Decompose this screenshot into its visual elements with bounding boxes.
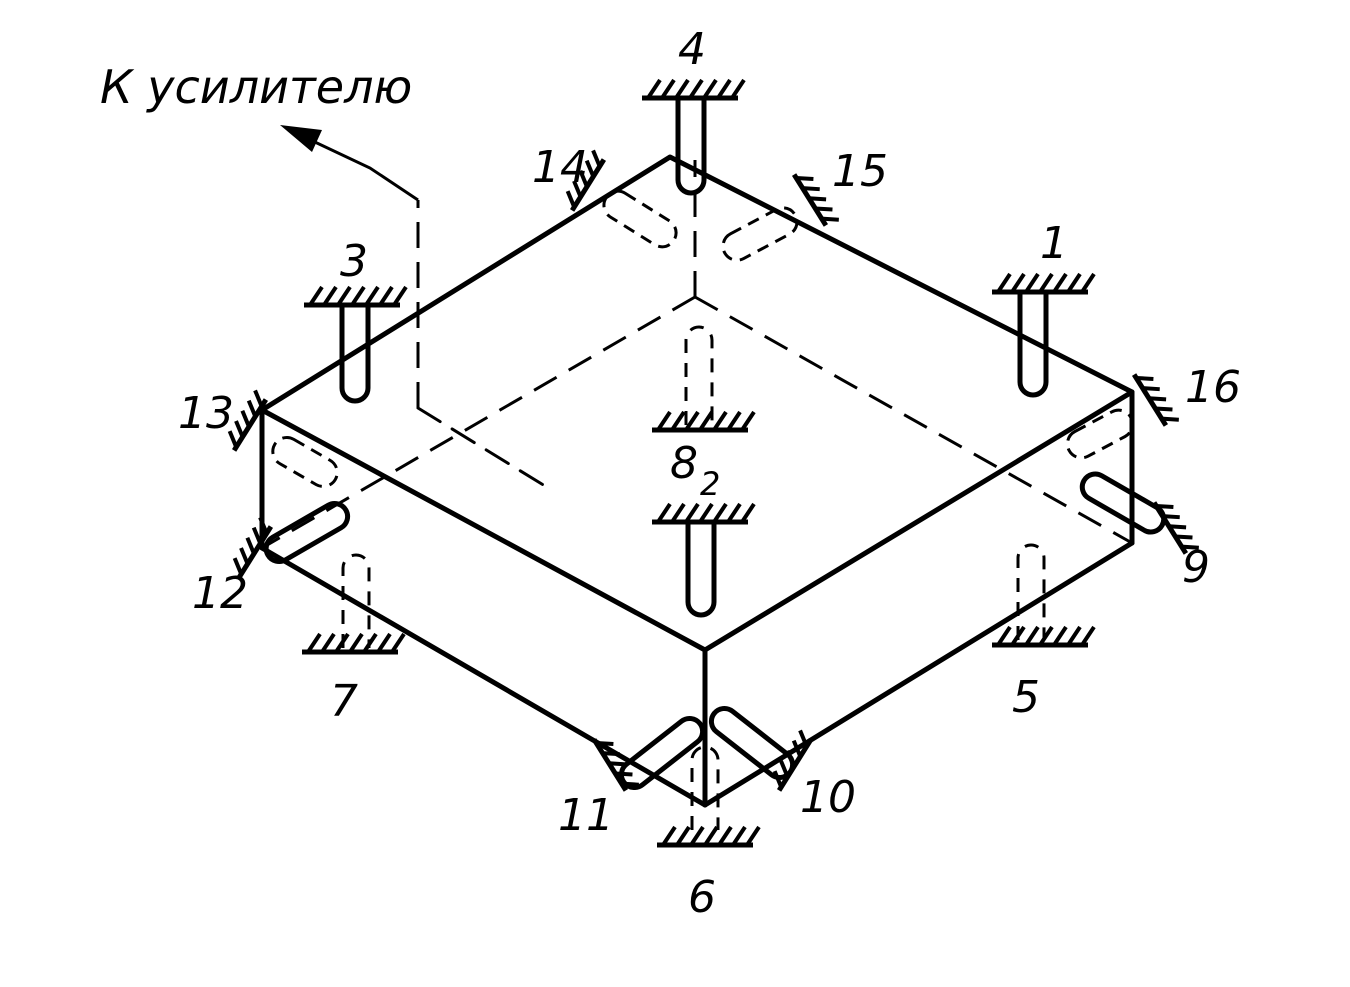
label-6: 6	[688, 872, 716, 923]
sensor-16	[1065, 367, 1179, 460]
label-7: 7	[330, 676, 358, 727]
label-10: 10	[800, 772, 856, 823]
sensor-5	[992, 543, 1094, 645]
label-16: 16	[1185, 362, 1241, 413]
label-4: 4	[678, 24, 706, 75]
label-14: 14	[532, 142, 588, 193]
label-3: 3	[340, 236, 368, 287]
sensor-11	[594, 715, 706, 793]
sensor-14	[560, 150, 678, 249]
label-1: 1	[1040, 218, 1068, 269]
sensor-13	[222, 390, 339, 488]
sensor-15	[721, 167, 839, 262]
label-8: 8	[670, 438, 698, 489]
sensor-3	[304, 287, 406, 404]
label-2: 2	[700, 465, 720, 503]
label-13: 13	[178, 388, 234, 439]
sensor-1	[992, 274, 1094, 398]
amplifier-lead	[280, 125, 547, 488]
amplifier-caption: К усилителю	[100, 60, 412, 114]
label-5: 5	[1012, 672, 1040, 723]
arrow-head	[280, 125, 322, 152]
sensor-9	[1079, 471, 1199, 555]
sensor-2	[652, 504, 754, 618]
label-11: 11	[558, 790, 614, 841]
label-9: 9	[1182, 542, 1210, 593]
sensor-8	[652, 325, 754, 430]
label-15: 15	[832, 146, 888, 197]
sensor-10	[708, 705, 812, 790]
sensor-4	[642, 80, 744, 196]
sensor-6	[657, 745, 759, 845]
label-12: 12	[192, 568, 248, 619]
sensor-7	[302, 553, 404, 652]
box-hidden-edges	[261, 160, 1133, 550]
sensor-12	[227, 501, 351, 578]
